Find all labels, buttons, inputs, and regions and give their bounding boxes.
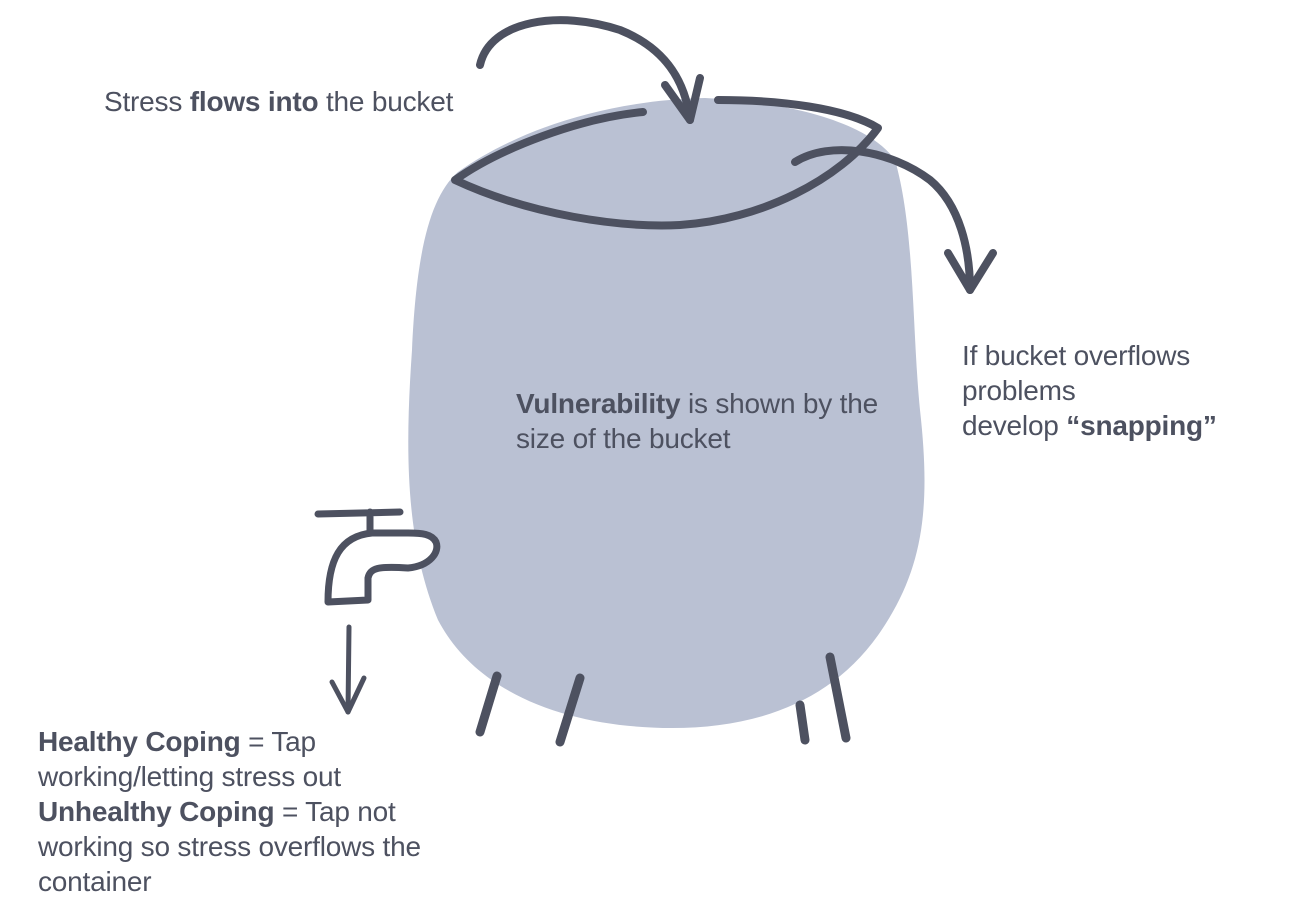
drip-arrowhead	[329, 675, 367, 715]
coping-label: Healthy Coping = Tap working/letting str…	[38, 724, 478, 899]
overflow-arrowhead	[944, 249, 997, 294]
inflow-bold: flows into	[189, 86, 319, 117]
unhealthy-coping-bold: Unhealthy Coping	[38, 796, 275, 827]
vulnerability-label: Vulnerability is shown by the size of th…	[516, 386, 896, 456]
unhealthy-coping-rest: = Tap not working so stress overflows th…	[38, 796, 421, 897]
bucket-legs	[475, 652, 851, 747]
overflow-arrow	[791, 146, 974, 294]
healthy-coping-text: Healthy Coping = Tap working/letting str…	[38, 724, 478, 794]
tap-spout	[324, 529, 441, 606]
bucket-body	[408, 98, 925, 728]
inflow-prefix: Stress	[104, 86, 190, 117]
overflow-line-1: If bucket overflows	[962, 340, 1191, 371]
inflow-suffix: the bucket	[318, 86, 454, 117]
healthy-coping-rest: = Tap working/letting stress out	[38, 726, 341, 792]
overflow-line-3: develop “snapping”	[962, 408, 1282, 443]
bucket-rim	[451, 96, 882, 230]
inflow-arrow	[476, 16, 694, 124]
healthy-coping-bold: Healthy Coping	[38, 726, 241, 757]
drip-arrow	[345, 624, 352, 715]
unhealthy-coping-text: Unhealthy Coping = Tap not working so st…	[38, 794, 478, 899]
inflow-arrowhead	[661, 74, 704, 124]
overflow-line-3-bold: “snapping”	[1066, 410, 1217, 441]
stress-inflow-label: Stress flows into the bucket	[104, 84, 453, 119]
vulnerability-rest: is shown by the size of the bucket	[516, 388, 878, 454]
overflow-line-2: problems	[962, 375, 1076, 406]
overflow-line-3-prefix: develop	[962, 410, 1067, 441]
overflow-label: If bucket overflows problems develop “sn…	[962, 338, 1282, 443]
vulnerability-bold: Vulnerability	[516, 388, 681, 419]
